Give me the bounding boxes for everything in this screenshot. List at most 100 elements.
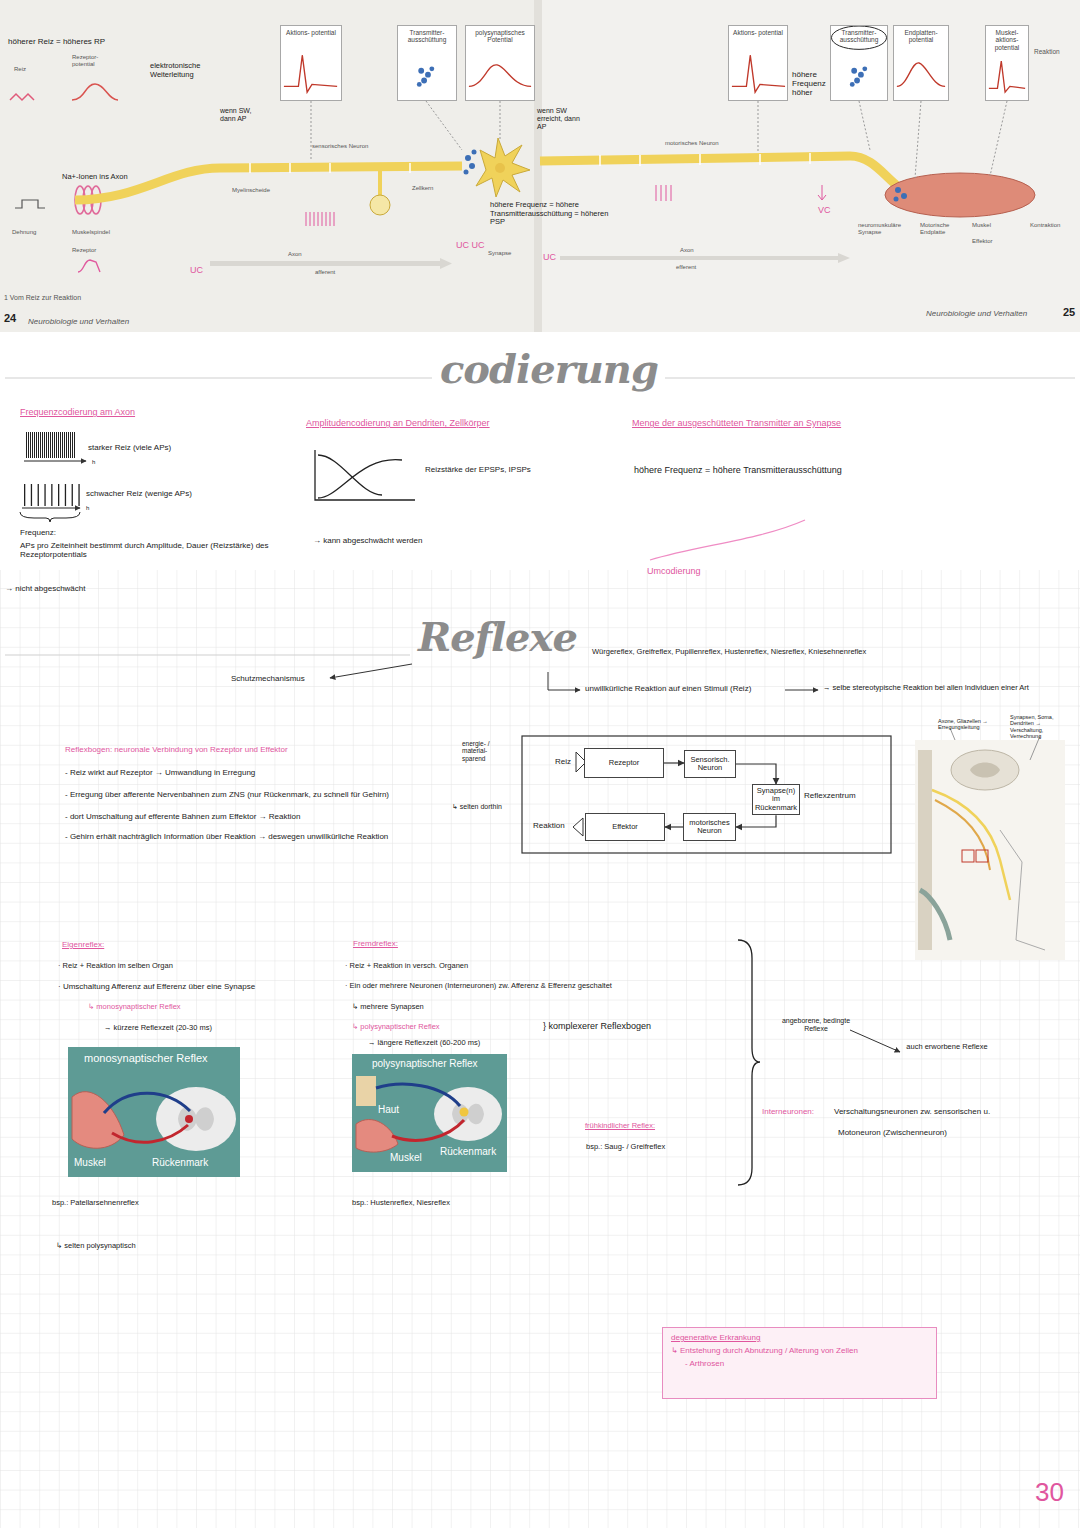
note-text: Reizstärke der EPSPs, IPSPs (425, 465, 531, 474)
node-title: Rezeptor (609, 759, 639, 767)
figure-path (426, 101, 462, 150)
node-title: Endplatten- potential (896, 29, 946, 44)
note-text: - Reiz wirkt auf Rezeptor → Umwandlung i… (65, 768, 255, 777)
note-text: Muskelspindel (72, 229, 110, 236)
potential-graph-box: Aktions- potential (728, 25, 788, 101)
note-text: → selbe stereotypische Reaktion bei alle… (823, 684, 1063, 693)
note-text: Rezeptor- potential (72, 54, 106, 68)
figure-path (915, 101, 921, 178)
section-heading: codierung (440, 346, 658, 392)
figure-rect (976, 850, 988, 862)
note-text: Reiz (555, 757, 571, 766)
figure-polygon (573, 818, 583, 836)
figure-ellipse (831, 26, 886, 49)
figure-path (859, 101, 870, 150)
process-box: Sensorisch. Neuron (684, 750, 736, 778)
note-text: → längere Reflexzeit (60-200 ms) (368, 1039, 480, 1048)
figure-path (758, 101, 759, 152)
figure-path (932, 790, 1010, 900)
note-text: Neurobiologie und Verhalten (926, 309, 1027, 318)
figure-circle (472, 150, 477, 155)
figure-path (315, 450, 415, 500)
figure-rect (0, 0, 540, 332)
note-text: ↳ monosynaptischer Reflex (88, 1003, 181, 1012)
node-text: - Arthrosen (671, 1360, 928, 1369)
figure-path (548, 672, 580, 690)
note-text: VC (818, 205, 831, 215)
node-title: Muskel- aktions- potential (988, 29, 1026, 51)
note-text: Synapsen, Soma, Dendriten → Verschaltung… (1010, 714, 1072, 739)
note-text: Würgereflex, Greifreflex, Pupillenreflex… (592, 648, 866, 657)
figure-circle (185, 1115, 193, 1123)
figure-rect (534, 0, 542, 332)
potential-graph-box: Aktions- potential (280, 25, 342, 101)
figure-path (540, 156, 900, 188)
note-text: Amplitudencodierung an Dendriten, Zellkö… (306, 418, 490, 428)
note-text: Neurobiologie und Verhalten (28, 317, 129, 326)
figure-path (5, 654, 410, 655)
note-text: Motorische Endplatte (920, 222, 966, 236)
figure-path (15, 200, 45, 208)
note-text: elektrotonische Weiterleitung (150, 62, 216, 79)
process-box: motorisches Neuron (683, 813, 736, 841)
reflex-figure: monosynaptischer ReflexMuskelRückenmark (68, 1047, 240, 1177)
node-text: ↳ Entstehung durch Abnutzung / Alterung … (671, 1347, 928, 1356)
note-text: Synapse (488, 250, 511, 257)
note-text: bsp.: Hustenreflex, Niesreflex (352, 1199, 450, 1208)
note-text: Umcodierung (647, 566, 701, 576)
figure-circle (417, 82, 422, 87)
note-text: APs pro Zeiteinheit bestimmt durch Ampli… (20, 541, 270, 559)
note-text: Eigenreflex: (62, 940, 104, 949)
note-text: auch erworbene Reflexe (906, 1043, 988, 1052)
figure-path (732, 55, 785, 92)
node-title: degenerative Erkrankung (671, 1334, 928, 1343)
figure-path (785, 690, 818, 691)
note-text: motorisches Neuron (665, 140, 719, 147)
figure-path (72, 84, 118, 100)
figure-path (970, 763, 1000, 778)
figure-polygon (560, 253, 850, 263)
note-text: efferent (676, 264, 696, 271)
process-box: Effektor (585, 813, 665, 841)
figure-path (738, 940, 760, 1185)
note-text: 25 (1063, 306, 1075, 319)
node-title: polysynaptischer Reflex (372, 1058, 478, 1069)
figure-circle (370, 195, 390, 215)
figure-circle (429, 66, 434, 71)
note-text: Dehnung (12, 229, 36, 236)
figure-path (452, 1104, 484, 1125)
figure-path (935, 800, 990, 870)
note-text: Motoneuron (Zwischenneuron) (838, 1128, 947, 1137)
figure-path (20, 512, 80, 522)
figure-path (22, 508, 80, 509)
figure-circle (469, 163, 475, 169)
note-text: → kann abgeschwächt werden (313, 536, 422, 545)
figure-circle (465, 155, 471, 161)
node-title: Synapse(n) im Rückenmark (755, 787, 797, 812)
figure-path (950, 728, 1040, 760)
figure-circle (464, 170, 469, 175)
note-text: · Umschaltung Afferenz auf Efferenz über… (58, 982, 255, 991)
potential-graph-box: polysynaptisches Potential (465, 25, 535, 101)
node-title: Effektor (612, 823, 638, 831)
note-text: Myelinscheide (232, 187, 270, 194)
figure-circle (858, 72, 864, 78)
note-text: sensorisches Neuron (312, 143, 368, 150)
note-text: frühkindlicher Reflex: (585, 1122, 655, 1131)
figure-circle (895, 187, 901, 193)
figure-rect (356, 1076, 376, 1106)
note-text: bsp.: Patellarsehnenreflex (52, 1199, 139, 1208)
figure-g (894, 187, 908, 202)
figure-path (850, 1030, 900, 1052)
figure-circle (495, 163, 505, 173)
note-text: · Reiz + Reaktion in versch. Organen (345, 962, 468, 971)
note-text: → nicht abgeschwächt (5, 584, 86, 593)
note-text: Axon (680, 247, 694, 254)
figure-path (818, 185, 826, 200)
note-text: höhere Frequenz höher (792, 70, 828, 98)
section-heading: 30 (1035, 1478, 1064, 1508)
note-text: Interneuronen: (762, 1107, 814, 1116)
